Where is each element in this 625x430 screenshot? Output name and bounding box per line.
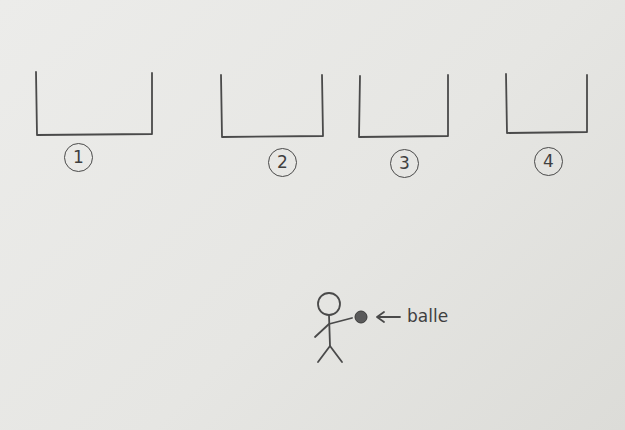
stick-figure-head [318,293,340,315]
callout-number: 3 [399,155,410,172]
container-2 [221,75,323,137]
ball [355,311,367,323]
callout-number: 1 [73,149,84,166]
stick-figure-body [329,315,330,346]
callout-number: 2 [277,154,288,171]
circled-number: 4 [534,147,563,176]
container-4 [506,74,587,133]
container-3 [359,75,448,137]
stick-figure-arms [315,318,352,337]
circled-number: 3 [390,149,419,178]
circled-number: 1 [64,143,93,172]
callout-number: 4 [543,153,554,170]
stick-figure-legs [318,346,342,362]
circled-number: 2 [268,148,297,177]
container-1 [36,72,152,135]
part-label: balle [407,308,448,325]
leader-arrow [377,312,400,322]
